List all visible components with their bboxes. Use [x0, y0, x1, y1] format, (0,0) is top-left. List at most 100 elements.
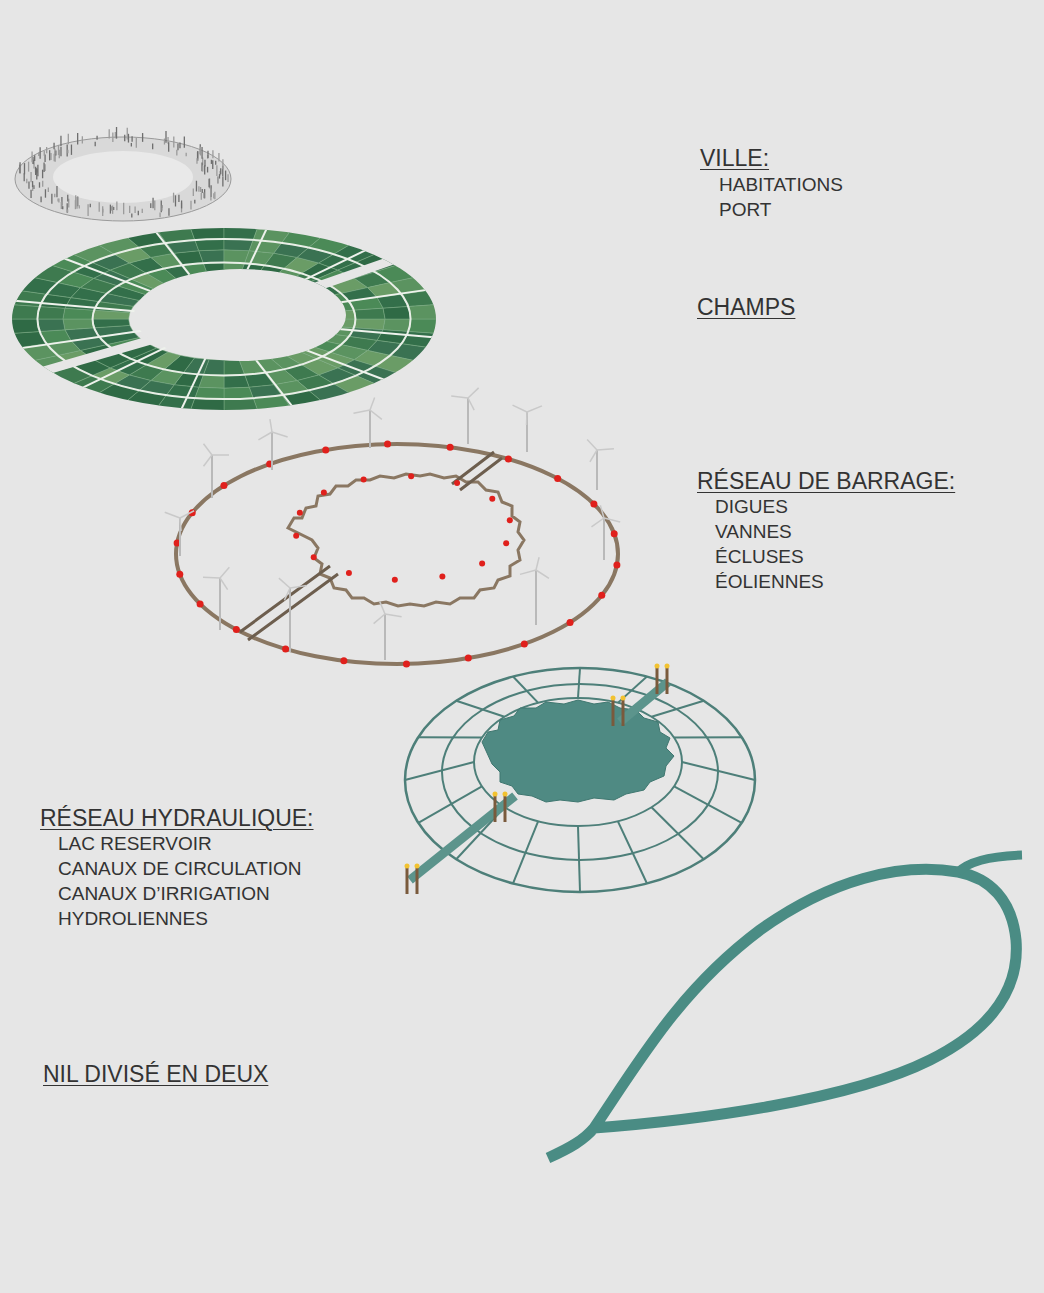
gate-dot — [282, 645, 289, 652]
building — [210, 189, 211, 201]
building — [43, 162, 44, 171]
gate-dot — [220, 482, 227, 489]
nile-branches — [548, 869, 1016, 1158]
building — [127, 128, 128, 140]
turbine-mast — [289, 588, 291, 652]
building — [207, 151, 208, 158]
building — [24, 173, 25, 181]
building — [58, 198, 59, 202]
turbine-mast — [603, 518, 605, 560]
turbine-blade — [180, 511, 194, 518]
building — [207, 167, 208, 173]
building — [138, 211, 139, 215]
building — [176, 150, 177, 156]
gate-dot — [554, 475, 561, 482]
turbine-blade — [380, 602, 385, 614]
building — [54, 194, 55, 198]
building — [124, 135, 125, 142]
building — [24, 163, 25, 174]
gate-dot — [598, 592, 605, 599]
building — [62, 206, 63, 209]
gate-dot — [567, 619, 574, 626]
turbine-blade — [165, 512, 180, 518]
turbine-blade — [587, 439, 597, 450]
hydrolienne-post — [656, 668, 659, 694]
hydrolienne-top — [405, 864, 410, 869]
field-plot — [224, 239, 253, 251]
building — [87, 204, 88, 216]
building — [51, 194, 52, 204]
turbine-blade — [220, 567, 229, 578]
field-gap — [290, 259, 397, 296]
turbine-mast — [211, 455, 213, 498]
building — [152, 143, 153, 149]
field-plot — [318, 319, 355, 328]
field-path — [6, 300, 141, 312]
building — [215, 161, 216, 165]
hydrolienne-top — [415, 864, 420, 869]
turbine-blade — [204, 455, 213, 466]
fields-layer — [6, 225, 442, 412]
field-path — [251, 354, 295, 410]
building — [175, 195, 176, 206]
gate-dot — [521, 640, 528, 647]
nile-upstream — [958, 855, 1022, 872]
hydrolienne-post — [406, 868, 409, 894]
field-plot — [408, 305, 440, 320]
irrigation-canal — [418, 736, 482, 738]
building — [26, 179, 27, 184]
building — [115, 132, 116, 138]
building — [131, 143, 132, 147]
building — [173, 193, 174, 203]
building — [45, 189, 46, 197]
building — [77, 133, 78, 144]
field-plot — [224, 398, 258, 412]
field-plot — [383, 319, 411, 332]
field-plot — [224, 263, 245, 279]
irrigation-ring — [474, 698, 682, 826]
gate-dot — [176, 571, 183, 578]
turbine-mast — [369, 410, 371, 448]
field-path — [241, 225, 268, 283]
turbine-blade — [290, 586, 307, 588]
gate-dot — [340, 657, 347, 664]
building — [212, 160, 213, 169]
building — [214, 192, 215, 199]
lock-channel — [452, 452, 502, 490]
turbine-blade — [527, 406, 542, 412]
building — [159, 212, 160, 217]
turbine-blade — [451, 396, 468, 398]
building — [116, 127, 117, 139]
building — [35, 167, 36, 175]
building — [61, 202, 62, 209]
building — [168, 208, 169, 215]
turbine-blade — [526, 412, 528, 425]
gate-dot — [489, 496, 495, 502]
layer-heading: NIL DIVISÉ EN DEUX — [43, 1062, 268, 1087]
field-path — [304, 289, 435, 308]
layer-item: PORT — [719, 200, 771, 221]
building — [32, 181, 33, 187]
city-port — [53, 151, 193, 203]
building — [202, 166, 203, 172]
building — [56, 186, 57, 197]
turbine-blade — [258, 432, 272, 440]
turbine-blade — [385, 614, 402, 617]
building — [36, 169, 37, 172]
gate-dot — [505, 456, 512, 463]
field-plot — [224, 387, 253, 399]
turbine-blade — [590, 450, 597, 462]
building — [198, 186, 199, 191]
hydrolienne-post — [504, 796, 507, 822]
building — [112, 206, 113, 214]
building — [71, 145, 72, 155]
layer-heading: VILLE: — [700, 146, 769, 171]
building — [67, 150, 68, 153]
gate-dot — [507, 517, 513, 523]
building — [33, 164, 34, 168]
reservoir-lake — [482, 700, 674, 802]
hydrolienne-post — [416, 868, 419, 894]
building — [168, 142, 169, 151]
building — [128, 134, 129, 143]
field-path — [288, 343, 391, 382]
